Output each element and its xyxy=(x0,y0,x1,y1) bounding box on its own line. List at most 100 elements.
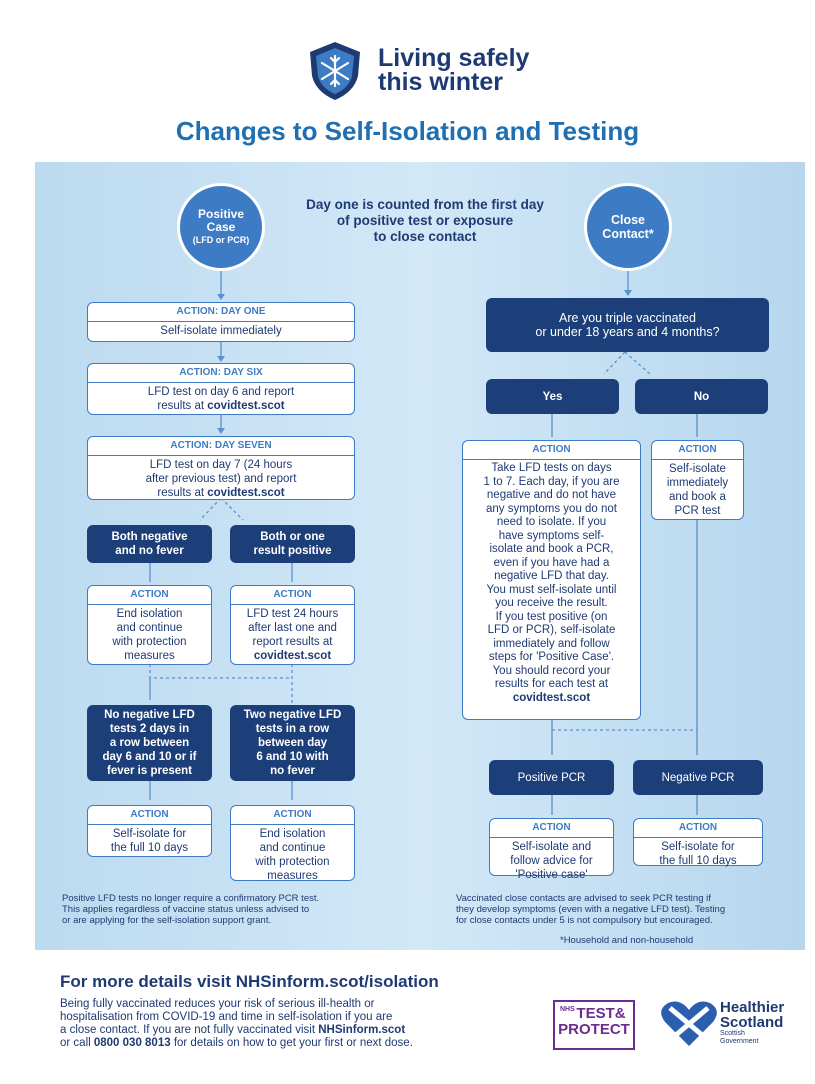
day-seven-action: ACTION: DAY SEVEN LFD test on day 7 (24 … xyxy=(87,436,355,500)
footer-title: For more details visit NHSinform.scot/is… xyxy=(60,972,439,991)
left-note-l2: This applies regardless of vaccine statu… xyxy=(62,904,310,915)
positive-case-circle: Positive Case (LFD or PCR) xyxy=(177,183,265,271)
one-positive-line2: result positive xyxy=(253,545,332,557)
lfd24-l1: LFD test 24 hours xyxy=(246,608,339,620)
yes-action-head: ACTION xyxy=(463,441,640,460)
day-six-head: ACTION: DAY SIX xyxy=(88,364,354,383)
day-six-link[interactable]: covidtest.scot xyxy=(207,400,285,412)
day-one-action: ACTION: DAY ONE Self-isolate immediately xyxy=(87,302,355,342)
yes-action-link[interactable]: covidtest.scot xyxy=(512,691,591,704)
negative-pcr-action: ACTION Self-isolate for the full 10 days xyxy=(633,818,763,867)
end2-head: ACTION xyxy=(231,806,354,825)
end2-l3: with protection xyxy=(255,856,330,868)
two-neg-l1: Two negative LFD xyxy=(243,709,342,721)
logo-line-1: Living safely xyxy=(378,44,530,72)
both-negative-line1: Both negative xyxy=(111,531,188,543)
yes-action-line: 1 to 7. Each day, if you are xyxy=(483,475,620,488)
yes-box: Yes xyxy=(486,379,619,414)
right-note: Vaccinated close contacts are advised to… xyxy=(456,893,791,926)
hs-line3: Scottish xyxy=(720,1030,745,1037)
hs-line4: Government xyxy=(720,1038,759,1045)
pos-action-l3: 'Positive case' xyxy=(515,869,588,881)
end-isolation-action-1: ACTION End isolation and continue with p… xyxy=(87,585,212,665)
logo-line-2: this winter xyxy=(378,68,504,96)
day-one-body: Self-isolate immediately xyxy=(160,325,282,337)
yes-action-line: negative and do not have xyxy=(486,489,617,501)
both-negative-line2: and no fever xyxy=(115,545,184,557)
two-neg-l4: 6 and 10 with xyxy=(256,751,329,763)
neg-action-l2: the full 10 days xyxy=(659,855,737,867)
yes-action-line: If you test positive (on xyxy=(495,610,608,623)
yes-action-line: isolate and book a PCR, xyxy=(489,543,614,555)
healthier-scotland-text: Healthier Scotland Scottish Government xyxy=(720,1000,784,1046)
neg-action-head: ACTION xyxy=(634,819,762,838)
close-contact-line2: Contact* xyxy=(602,227,654,241)
yes-action-line: results for each test at xyxy=(494,678,609,690)
day-one-note: Day one is counted from the first day of… xyxy=(270,197,580,245)
no-action: ACTION Self-isolate immediately and book… xyxy=(651,440,744,520)
page-title: Changes to Self-Isolation and Testing xyxy=(175,116,640,146)
yes-action-line: LFD or PCR), self-isolate xyxy=(487,624,616,636)
yes-action-line: any symptoms you do not xyxy=(485,502,618,515)
no-action-l4: PCR test xyxy=(674,505,721,517)
footer-l3a: a close contact. If you are not fully va… xyxy=(60,1024,319,1036)
footer-l4a: or call xyxy=(60,1037,94,1049)
left-note: Positive LFD tests no longer require a c… xyxy=(62,893,402,926)
no-action-l2: immediately xyxy=(666,477,729,489)
footer-l4c: for details on how to get your first or … xyxy=(170,1037,413,1049)
yes-action-line: You should record your xyxy=(492,664,611,677)
lfd-24-action: ACTION LFD test 24 hours after last one … xyxy=(230,585,355,665)
footnote: *Household and non-household xyxy=(560,935,694,946)
positive-case-line1: Positive xyxy=(197,206,245,221)
phone-number: 0800 030 8013 xyxy=(93,1037,171,1049)
nhsinform-link[interactable]: NHSinform.scot xyxy=(318,1024,406,1036)
close-contact-line1: Close xyxy=(610,213,646,227)
yes-action-line: Take LFD tests on days xyxy=(491,462,612,474)
intro-line2: of positive test or exposure xyxy=(336,213,514,228)
hs-line1: Healthier xyxy=(720,999,785,1016)
pos-action-l2: follow advice for xyxy=(510,855,593,867)
end1-head: ACTION xyxy=(88,586,211,605)
vaccination-question: Are you triple vaccinated or under 18 ye… xyxy=(486,298,769,352)
heart-saltire-icon xyxy=(661,1001,717,1046)
header: Living safely this winter Changes to Sel… xyxy=(0,0,815,160)
no-neg-l1: No negative LFD xyxy=(104,709,195,721)
positive-case-line3: (LFD or PCR) xyxy=(192,234,250,245)
intro-line1: Day one is counted from the first day xyxy=(306,197,544,212)
positive-pcr-action: ACTION Self-isolate and follow advice fo… xyxy=(489,818,614,881)
no-neg-l2: tests 2 days in xyxy=(109,723,190,735)
question-l1: Are you triple vaccinated xyxy=(559,311,696,325)
yes-action-line: have symptoms self- xyxy=(498,529,605,542)
lfd24-head: ACTION xyxy=(231,586,354,605)
end2-l1: End isolation xyxy=(259,828,326,840)
day-six-action: ACTION: DAY SIX LFD test on day 6 and re… xyxy=(87,363,355,415)
left-note-l3: or are applying for the self-isolation s… xyxy=(62,915,272,926)
tp-protect: PROTECT xyxy=(558,1021,630,1038)
full10-l1: Self-isolate for xyxy=(112,828,187,840)
end2-l4: measures xyxy=(267,870,318,882)
two-neg-l3: between day xyxy=(257,737,328,749)
footer-l1: Being fully vaccinated reduces your risk… xyxy=(60,998,375,1010)
right-note-l2: they develop symptoms (even with a negat… xyxy=(456,904,726,915)
right-note-l3: for close contacts under 5 is not compul… xyxy=(456,915,713,926)
close-contact-circle: Close Contact* xyxy=(584,183,672,271)
both-negative-box: Both negative and no fever xyxy=(87,525,212,563)
end1-l1: End isolation xyxy=(116,608,183,620)
question-l2: or under 18 years and 4 months? xyxy=(535,325,720,339)
day-seven-body2: after previous test) and report xyxy=(145,473,297,485)
lfd24-link[interactable]: covidtest.scot xyxy=(253,650,332,662)
yes-action-line: immediately and follow xyxy=(493,637,610,650)
two-neg-l5: no fever xyxy=(270,765,315,777)
intro-line3: to close contact xyxy=(373,229,477,244)
day-six-body2: results at xyxy=(157,400,208,412)
full10-l2: the full 10 days xyxy=(110,842,189,854)
day-seven-link[interactable]: covidtest.scot xyxy=(207,487,285,499)
footer-body: Being fully vaccinated reduces your risk… xyxy=(60,998,530,1050)
tp-test: TEST& xyxy=(576,1005,626,1022)
one-positive-box: Both or one result positive xyxy=(230,525,355,563)
yes-action-line: you receive the result. xyxy=(495,597,608,609)
yes-action-line: negative LFD that day. xyxy=(494,570,609,582)
test-protect-logo: NHS TEST& PROTECT xyxy=(553,1000,635,1050)
snowflake-shield-icon xyxy=(310,42,360,100)
